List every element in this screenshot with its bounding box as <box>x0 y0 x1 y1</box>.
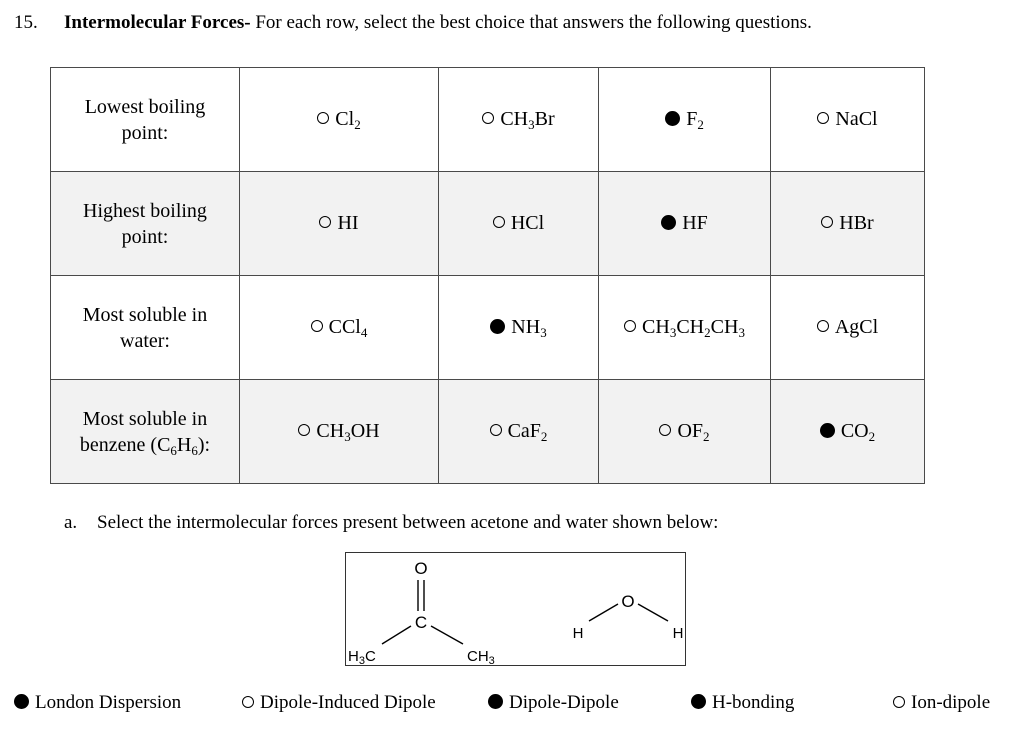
option-of2[interactable]: OF2 <box>598 379 771 484</box>
svg-text:H: H <box>573 625 584 642</box>
option-cl2[interactable]: Cl2 <box>239 67 439 172</box>
table-row-soluble-benzene: Most soluble in benzene (C6H6): CH3OH Ca… <box>50 379 925 484</box>
option-hf[interactable]: HF <box>598 171 771 276</box>
radio-empty-icon[interactable] <box>242 695 254 708</box>
radio-filled-icon[interactable] <box>691 694 706 710</box>
option-hbr[interactable]: HBr <box>770 171 925 276</box>
radio-empty-icon[interactable] <box>489 424 502 437</box>
radio-filled-icon[interactable] <box>488 694 503 710</box>
radio-empty-icon[interactable] <box>319 216 332 229</box>
row-label: Lowest boiling point: <box>50 67 240 172</box>
force-london-dispersion[interactable]: London Dispersion <box>14 692 181 714</box>
subquestion-text: Select the intermolecular forces present… <box>97 512 719 533</box>
row-label: Most soluble in water: <box>50 275 240 380</box>
option-propane[interactable]: CH3CH2CH3 <box>598 275 771 380</box>
question-number: 15. <box>14 12 38 33</box>
svg-text:O: O <box>414 559 427 578</box>
radio-filled-icon[interactable] <box>490 318 506 334</box>
radio-empty-icon[interactable] <box>482 112 495 125</box>
radio-empty-icon[interactable] <box>492 216 505 229</box>
option-caf2[interactable]: CaF2 <box>438 379 599 484</box>
svg-text:C: C <box>415 613 427 632</box>
radio-filled-icon[interactable] <box>665 110 681 126</box>
option-agcl[interactable]: AgCl <box>770 275 925 380</box>
question-title: Intermolecular Forces- <box>64 12 251 33</box>
radio-filled-icon[interactable] <box>819 422 835 438</box>
molecule-diagram: O C H3C CH3 O H H <box>345 552 686 667</box>
option-hi[interactable]: HI <box>239 171 439 276</box>
svg-text:CH3: CH3 <box>467 648 495 667</box>
force-dipole-dipole[interactable]: Dipole-Dipole <box>488 692 619 714</box>
svg-text:H: H <box>673 625 684 642</box>
radio-empty-icon[interactable] <box>817 112 830 125</box>
option-hcl[interactable]: HCl <box>438 171 599 276</box>
radio-empty-icon[interactable] <box>821 216 834 229</box>
table-row-highest-bp: Highest boiling point: HI HCl HF HBr <box>50 171 925 276</box>
force-ion-dipole[interactable]: Ion-dipole <box>893 692 990 714</box>
radio-empty-icon[interactable] <box>816 320 829 333</box>
radio-empty-icon[interactable] <box>659 424 672 437</box>
acetone-water-structure: O C H3C CH3 O H H <box>348 559 684 667</box>
option-co2[interactable]: CO2 <box>770 379 925 484</box>
option-nh3[interactable]: NH3 <box>438 275 599 380</box>
radio-filled-icon[interactable] <box>14 694 29 710</box>
radio-empty-icon[interactable] <box>624 320 637 333</box>
force-dipole-induced-dipole[interactable]: Dipole-Induced Dipole <box>242 692 436 714</box>
radio-filled-icon[interactable] <box>661 214 677 230</box>
table-row-lowest-bp: Lowest boiling point: Cl2 CH3Br F2 NaCl <box>50 67 925 172</box>
subquestion-letter: a. <box>64 512 78 533</box>
subquestion-a: a. Select the intermolecular forces prese… <box>64 512 718 534</box>
option-ch3oh[interactable]: CH3OH <box>239 379 439 484</box>
option-f2[interactable]: F2 <box>598 67 771 172</box>
option-nacl[interactable]: NaCl <box>770 67 925 172</box>
row-label: Most soluble in benzene (C6H6): <box>50 379 240 484</box>
table-row-soluble-water: Most soluble in water: CCl4 NH3 CH3CH2CH… <box>50 275 925 380</box>
question-heading: 15. Intermolecular Forces- For each row, … <box>14 12 812 34</box>
radio-empty-icon[interactable] <box>310 320 323 333</box>
row-label: Highest boiling point: <box>50 171 240 276</box>
radio-empty-icon[interactable] <box>298 424 311 437</box>
question-instructions: For each row, select the best choice tha… <box>250 12 812 33</box>
radio-empty-icon[interactable] <box>893 695 905 708</box>
svg-text:H3C: H3C <box>348 648 376 667</box>
svg-text:O: O <box>621 592 634 611</box>
force-h-bonding[interactable]: H-bonding <box>691 692 794 714</box>
imf-options: London Dispersion Dipole-Induced Dipole … <box>0 692 1024 718</box>
option-ccl4[interactable]: CCl4 <box>239 275 439 380</box>
radio-empty-icon[interactable] <box>317 112 330 125</box>
imf-question-table: Lowest boiling point: Cl2 CH3Br F2 NaCl … <box>50 67 925 484</box>
option-ch3br[interactable]: CH3Br <box>438 67 599 172</box>
